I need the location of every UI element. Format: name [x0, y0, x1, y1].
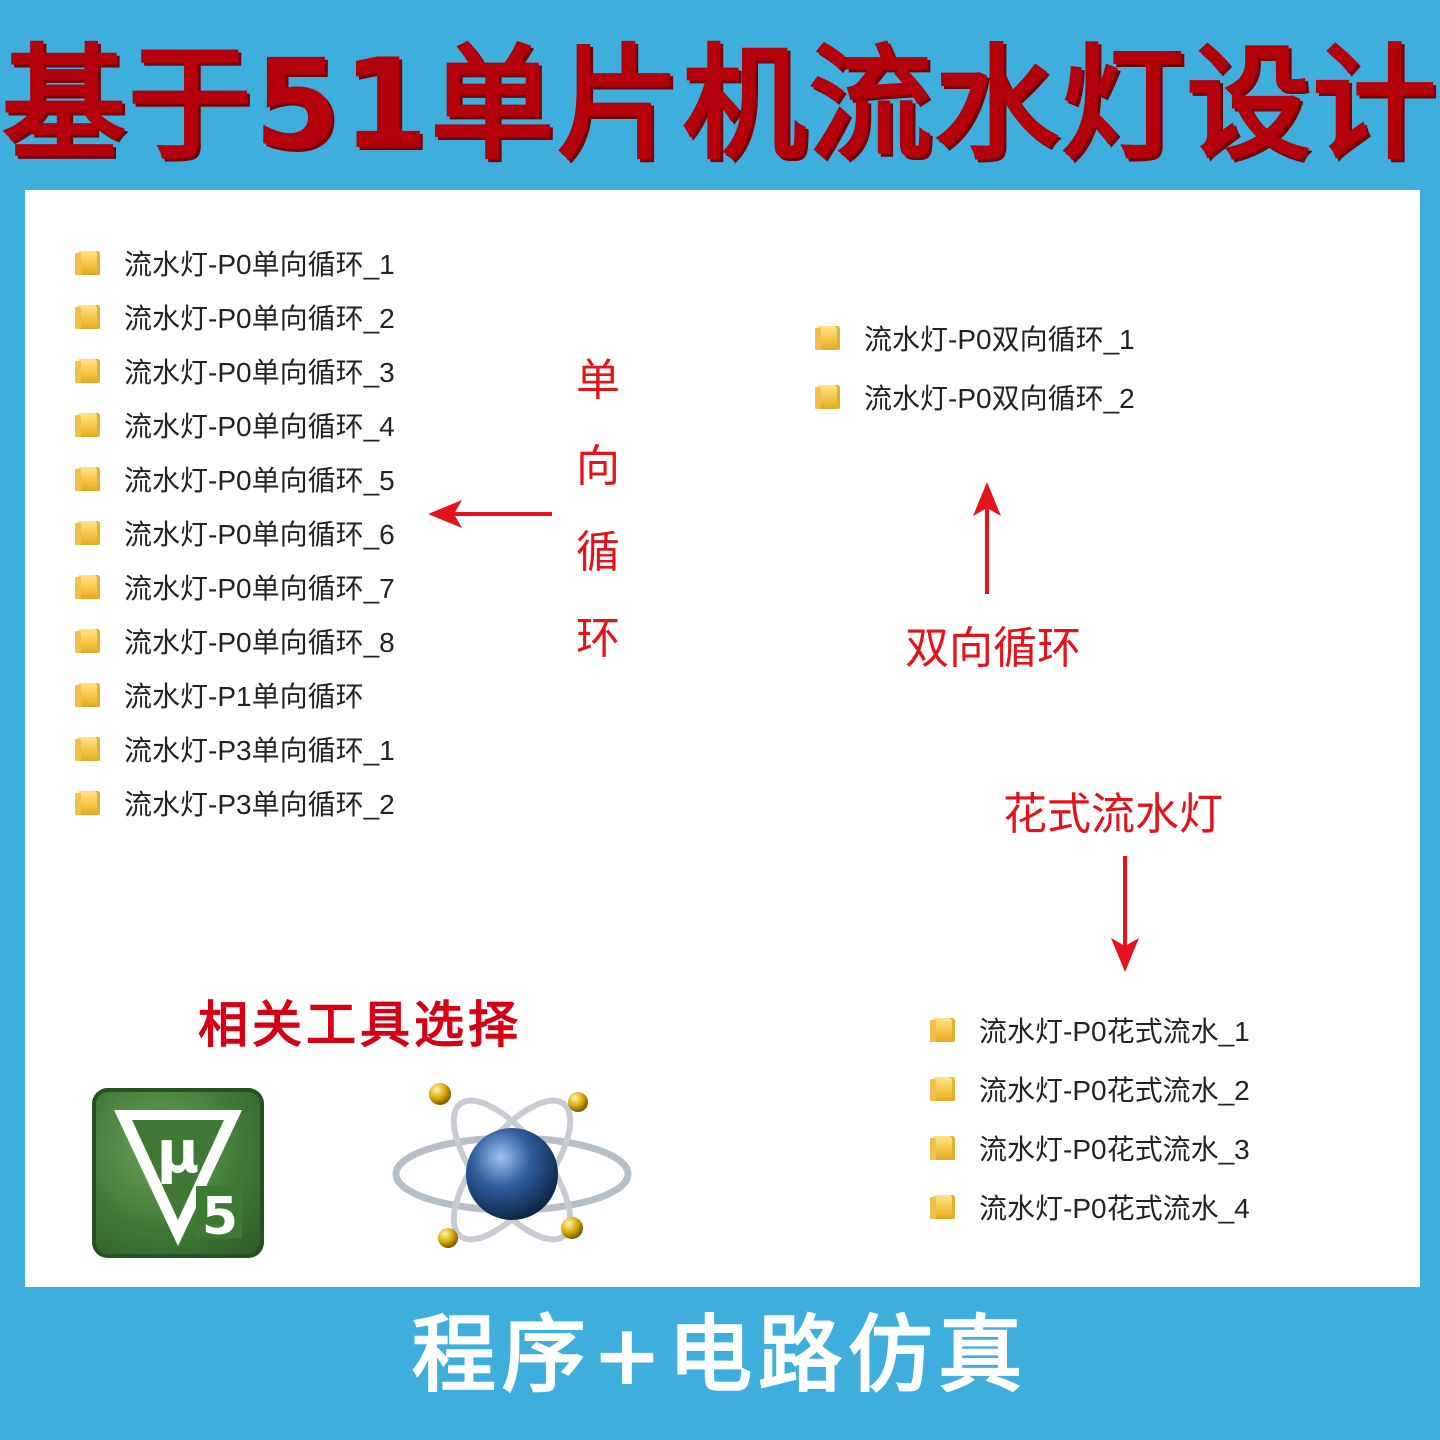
- folder-label: 流水灯-P3单向循环_1: [124, 735, 395, 766]
- single-loop-label-char: 单: [576, 355, 620, 406]
- folder-label: 流水灯-P0双向循环_2: [864, 382, 1135, 414]
- folder-item[interactable]: 流水灯-P0单向循环_2: [75, 290, 395, 344]
- folder-item[interactable]: 流水灯-P0双向循环_2: [815, 367, 1135, 426]
- proteus-logo[interactable]: [392, 1078, 632, 1258]
- keil-version-text: 5: [202, 1187, 238, 1247]
- folder-label: 流水灯-P0单向循环_6: [124, 519, 395, 550]
- folder-label: 流水灯-P0单向循环_4: [124, 411, 395, 442]
- folder-item[interactable]: 流水灯-P0单向循环_4: [75, 398, 395, 452]
- folder-item[interactable]: 流水灯-P3单向循环_2: [75, 776, 395, 830]
- folder-item[interactable]: 流水灯-P0单向循环_7: [75, 560, 395, 614]
- fancy-folder-list: 流水灯-P0花式流水_1 流水灯-P0花式流水_2 流水灯-P0花式流水_3 流…: [930, 1000, 1250, 1236]
- folder-label: 流水灯-P1单向循环: [124, 681, 364, 712]
- folder-icon: [75, 467, 100, 491]
- folder-item[interactable]: 流水灯-P0单向循环_8: [75, 614, 395, 668]
- folder-icon: [75, 359, 100, 383]
- folder-icon: [75, 305, 100, 329]
- folder-label: 流水灯-P0单向循环_2: [124, 303, 395, 334]
- double-loop-label: 双向循环: [905, 623, 1081, 674]
- single-loop-folder-list: 流水灯-P0单向循环_1 流水灯-P0单向循环_2 流水灯-P0单向循环_3 流…: [75, 236, 395, 830]
- folder-label: 流水灯-P0单向循环_5: [124, 465, 395, 496]
- folder-icon: [75, 683, 100, 707]
- folder-icon: [815, 325, 840, 350]
- tools-title: 相关工具选择: [198, 996, 522, 1054]
- folder-icon: [75, 791, 100, 815]
- folder-icon: [930, 1017, 955, 1042]
- folder-label: 流水灯-P0双向循环_1: [864, 323, 1135, 355]
- folder-icon: [75, 251, 100, 275]
- folder-label: 流水灯-P0花式流水_2: [979, 1074, 1250, 1106]
- page-title: 基于51单片机流水灯设计: [1, 33, 1439, 177]
- arrow-down-icon: [1111, 856, 1139, 972]
- folder-item[interactable]: 流水灯-P0花式流水_4: [930, 1177, 1250, 1236]
- keil-uvision5-logo[interactable]: μ 5: [92, 1088, 264, 1258]
- arrow-left-icon: [428, 500, 552, 528]
- folder-label: 流水灯-P0单向循环_7: [124, 573, 395, 604]
- keil-logo-graphic: μ 5: [114, 1110, 242, 1247]
- fancy-loop-label: 花式流水灯: [1003, 789, 1223, 840]
- single-loop-label-char: 循: [576, 527, 620, 578]
- single-loop-label: 单 向 循 环: [570, 338, 626, 682]
- folder-label: 流水灯-P0单向循环_3: [124, 357, 395, 388]
- folder-item[interactable]: 流水灯-P0单向循环_3: [75, 344, 395, 398]
- folder-label: 流水灯-P0单向循环_8: [124, 627, 395, 658]
- folder-item[interactable]: 流水灯-P0花式流水_1: [930, 1000, 1250, 1059]
- single-loop-label-char: 向: [576, 441, 620, 492]
- bottom-title: 程序+电路仿真: [411, 1306, 1029, 1404]
- folder-item[interactable]: 流水灯-P3单向循环_1: [75, 722, 395, 776]
- folder-icon: [75, 629, 100, 653]
- proteus-logo-graphic: [392, 1083, 632, 1248]
- folder-label: 流水灯-P0花式流水_4: [979, 1192, 1250, 1224]
- folder-item[interactable]: 流水灯-P0花式流水_2: [930, 1059, 1250, 1118]
- folder-icon: [930, 1076, 955, 1101]
- folder-item[interactable]: 流水灯-P0单向循环_6: [75, 506, 395, 560]
- folder-label: 流水灯-P0花式流水_1: [979, 1015, 1250, 1047]
- arrow-up-icon: [973, 482, 1001, 594]
- folder-icon: [815, 384, 840, 409]
- folder-label: 流水灯-P0花式流水_3: [979, 1133, 1250, 1165]
- folder-icon: [75, 521, 100, 545]
- folder-item[interactable]: 流水灯-P0双向循环_1: [815, 308, 1135, 367]
- folder-item[interactable]: 流水灯-P1单向循环: [75, 668, 395, 722]
- folder-item[interactable]: 流水灯-P0单向循环_1: [75, 236, 395, 290]
- folder-icon: [75, 575, 100, 599]
- single-loop-label-char: 环: [576, 613, 620, 664]
- folder-icon: [75, 737, 100, 761]
- folder-item[interactable]: 流水灯-P0单向循环_5: [75, 452, 395, 506]
- folder-label: 流水灯-P3单向循环_2: [124, 789, 395, 820]
- folder-item[interactable]: 流水灯-P0花式流水_3: [930, 1118, 1250, 1177]
- folder-icon: [75, 413, 100, 437]
- folder-label: 流水灯-P0单向循环_1: [124, 249, 395, 280]
- folder-icon: [930, 1135, 955, 1160]
- svg-text:μ: μ: [157, 1118, 200, 1186]
- folder-icon: [930, 1194, 955, 1219]
- double-loop-folder-list: 流水灯-P0双向循环_1 流水灯-P0双向循环_2: [815, 308, 1135, 426]
